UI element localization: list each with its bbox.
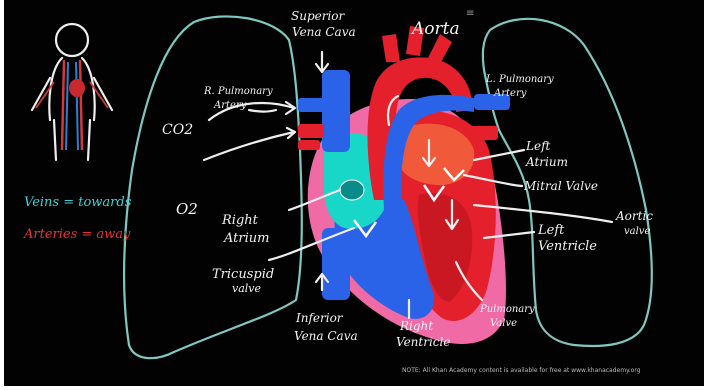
label-tricuspid-valve-1: Tricuspid xyxy=(212,267,274,282)
superior-vena-cava xyxy=(322,70,350,152)
label-left-ventricle-1: Left xyxy=(537,223,565,238)
label-superior-vena-cava-1: Superior xyxy=(291,9,346,23)
stick-figure-icon xyxy=(32,24,112,160)
label-aortic-valve-2: valve xyxy=(624,226,650,237)
label-left-atrium-1: Left xyxy=(525,139,551,153)
video-board: Veins = towards Arteries = away xyxy=(4,0,704,386)
label-superior-vena-cava-2: Vena Cava xyxy=(292,25,356,39)
label-co2: CO2 xyxy=(162,122,193,138)
label-l-pulmonary-artery-2: Artery xyxy=(493,88,527,99)
label-l-pulmonary-artery-1: L. Pulmonary xyxy=(485,74,554,85)
label-right-atrium-2: Atrium xyxy=(223,231,269,246)
label-r-pulmonary-artery-2: Artery xyxy=(213,100,247,111)
label-mitral-valve: Mitral Valve xyxy=(523,179,598,193)
right-atrium-opening xyxy=(340,180,364,200)
top-mark: ≡ xyxy=(466,8,474,19)
label-pulmonary-valve-2: Valve xyxy=(490,318,517,329)
label-pulmonary-valve-1: Pulmonary xyxy=(479,304,535,315)
heart-diagram: Veins = towards Arteries = away xyxy=(4,0,704,386)
r-pulmonary-vein xyxy=(298,124,324,138)
label-right-ventricle-2: Ventricle xyxy=(396,335,450,349)
label-aortic-valve-1: Aortic xyxy=(615,209,653,223)
legend-arteries: Arteries = away xyxy=(23,227,131,242)
r-pulmonary-artery-vessel xyxy=(298,98,326,112)
right-lung-outline xyxy=(124,16,302,358)
label-aorta: Aorta xyxy=(410,19,460,39)
legend-veins: Veins = towards xyxy=(24,195,132,210)
label-tricuspid-valve-2: valve xyxy=(232,282,262,295)
label-left-atrium-2: Atrium xyxy=(525,155,568,169)
label-inferior-vena-cava-1: Inferior xyxy=(295,311,344,325)
label-right-ventricle-1: Right xyxy=(399,319,433,333)
label-left-ventricle-2: Ventricle xyxy=(538,239,597,254)
aorta-branch-1 xyxy=(382,34,400,62)
label-right-atrium-1: Right xyxy=(221,213,259,228)
label-o2: O2 xyxy=(176,200,198,218)
footer-note: NOTE: All Khan Academy content is availa… xyxy=(402,367,641,374)
label-r-pulmonary-artery-1: R. Pulmonary xyxy=(203,86,273,97)
l-pulmonary-vein xyxy=(470,126,498,140)
r-pulmonary-vein-2 xyxy=(298,140,320,150)
label-inferior-vena-cava-2: Vena Cava xyxy=(294,329,358,343)
